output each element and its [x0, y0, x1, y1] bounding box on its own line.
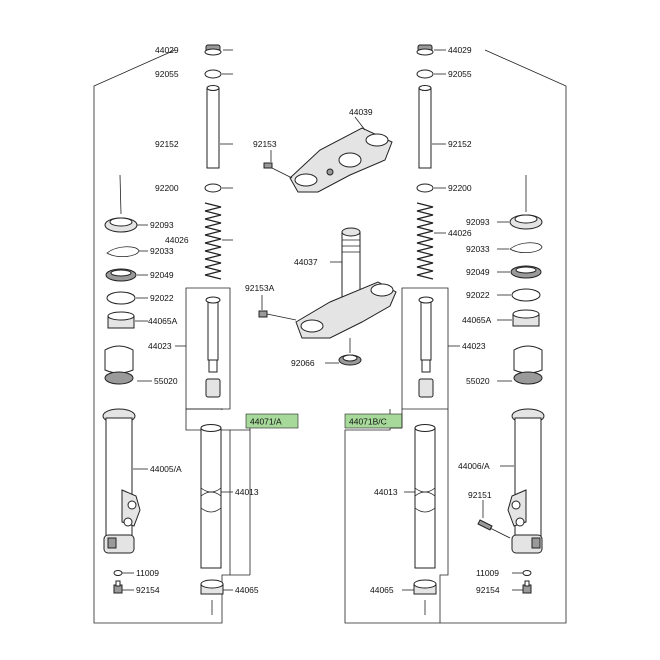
- part-44065-right: [413, 579, 437, 595]
- part-92152-left: [206, 87, 220, 169]
- part-92022-left: [106, 291, 136, 305]
- label-92152-left: 92152: [155, 139, 179, 149]
- label-92093-right: 92093: [466, 217, 490, 227]
- part-92066-seal: [338, 354, 362, 366]
- label-92055-left: 92055: [155, 69, 179, 79]
- label-44065A-right: 44065A: [462, 315, 492, 325]
- label-92049-right: 92049: [466, 267, 490, 277]
- label-44026-left: 44026: [165, 235, 189, 245]
- part-92200-right: [416, 183, 434, 193]
- part-44065-left: [200, 579, 224, 595]
- label-92055-right: 92055: [448, 69, 472, 79]
- part-55020-right: [513, 345, 543, 385]
- label-92066: 92066: [291, 358, 315, 368]
- label-92153: 92153: [253, 139, 277, 149]
- part-92022-right: [511, 288, 541, 302]
- label-44023-left: 44023: [148, 341, 172, 351]
- label-44065A-left: 44065A: [148, 316, 178, 326]
- part-92151-right: [477, 519, 511, 539]
- label-11009-left: 11009: [136, 568, 159, 578]
- label-55020-right: 55020: [466, 376, 490, 386]
- label-44029-right: 44029: [448, 45, 472, 55]
- assembly-tag-left-highlight: [245, 413, 299, 429]
- label-92153A: 92153A: [245, 283, 275, 293]
- label-44023-right: 44023: [462, 341, 486, 351]
- left-subbox-top: [185, 287, 231, 410]
- label-92033-right: 92033: [466, 244, 490, 254]
- part-55020-left: [104, 345, 134, 385]
- part-11009-right: [522, 570, 532, 576]
- label-44013-right: 44013: [374, 487, 398, 497]
- label-92049-left: 92049: [150, 270, 174, 280]
- label-92152-right: 92152: [448, 139, 472, 149]
- label-55020-left: 55020: [154, 376, 178, 386]
- right-subbox-top: [401, 287, 449, 410]
- label-92200-right: 92200: [448, 183, 472, 193]
- assembly-tag-left: 44071/A: [250, 417, 282, 427]
- part-92152-right: [418, 87, 432, 169]
- part-44023-right: [418, 296, 434, 398]
- part-92049-right: [510, 265, 542, 279]
- label-44026-right: 44026: [448, 228, 472, 238]
- part-11009-left: [113, 570, 123, 576]
- label-92151-right: 92151: [468, 490, 492, 500]
- right-fork-outline: [344, 49, 567, 624]
- label-92033-left: 92033: [150, 246, 174, 256]
- part-44029-right: [416, 44, 434, 56]
- right-subbox-lower: [439, 409, 449, 623]
- label-92200-left: 92200: [155, 183, 179, 193]
- part-44005A-left-outer-tube: [102, 408, 141, 554]
- part-44039-upper-clamp: [289, 127, 393, 193]
- part-44065A-left: [107, 311, 135, 329]
- part-92153-bolt: [263, 162, 273, 169]
- label-92022-left: 92022: [150, 293, 174, 303]
- label-44037: 44037: [294, 257, 318, 267]
- part-92049-left: [105, 268, 137, 282]
- label-92093-left: 92093: [150, 220, 174, 230]
- label-44065-left: 44065: [235, 585, 259, 595]
- assembly-tag-right: 44071B/C: [349, 417, 387, 427]
- label-92022-right: 92022: [466, 290, 490, 300]
- part-92153A-bolt: [258, 310, 297, 321]
- part-44029-left: [204, 44, 222, 56]
- label-44029-left: 44029: [155, 45, 179, 55]
- label-92154-left: 92154: [136, 585, 160, 595]
- part-44026-right-spring: [416, 202, 434, 280]
- part-44026-left-spring: [204, 202, 222, 280]
- part-44006A-right-outer-tube: [507, 408, 545, 554]
- label-44013-left: 44013: [235, 487, 259, 497]
- label-44005A-left: 44005/A: [150, 464, 182, 474]
- label-44006A-right: 44006/A: [458, 461, 490, 471]
- part-44065A-right: [512, 309, 540, 327]
- part-92093-right: [509, 214, 543, 230]
- label-44039: 44039: [349, 107, 373, 117]
- part-44037-stem: [295, 227, 397, 339]
- part-44013-left: [200, 424, 222, 569]
- label-92154-right: 92154: [476, 585, 500, 595]
- part-92154-left: [113, 580, 123, 594]
- part-92033-left: [106, 246, 140, 257]
- part-92200-left: [204, 183, 222, 193]
- part-92093-left: [104, 217, 138, 233]
- part-44013-right: [414, 424, 436, 569]
- label-44065-right: 44065: [370, 585, 394, 595]
- label-11009-right: 11009: [476, 568, 499, 578]
- part-92055-right: [416, 69, 434, 79]
- part-92055-left: [204, 69, 222, 79]
- part-92154-right: [522, 580, 532, 594]
- part-92033-right: [509, 242, 543, 253]
- part-44023-left: [205, 296, 221, 398]
